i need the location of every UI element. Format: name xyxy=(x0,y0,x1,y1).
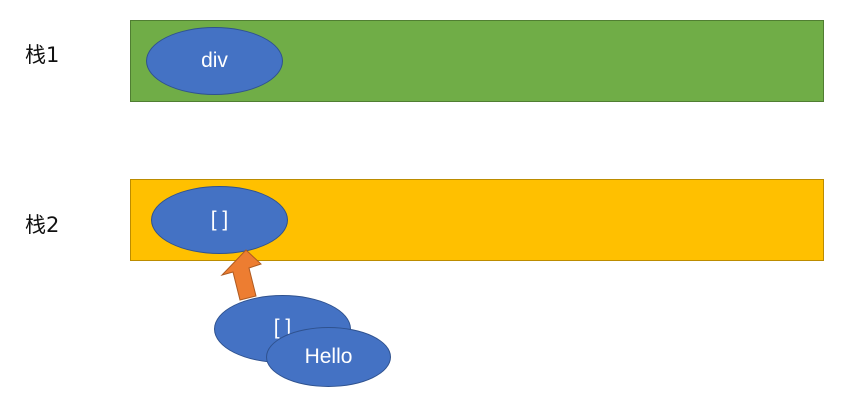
floating-node-hello: Hello xyxy=(266,327,391,387)
stack2-label: 栈2 xyxy=(25,213,60,237)
stack1-node-div: div xyxy=(146,27,283,95)
arrow-shape xyxy=(220,249,262,301)
stack2-node-array: [ ] xyxy=(151,186,288,254)
stack1-label: 栈1 xyxy=(25,43,60,67)
